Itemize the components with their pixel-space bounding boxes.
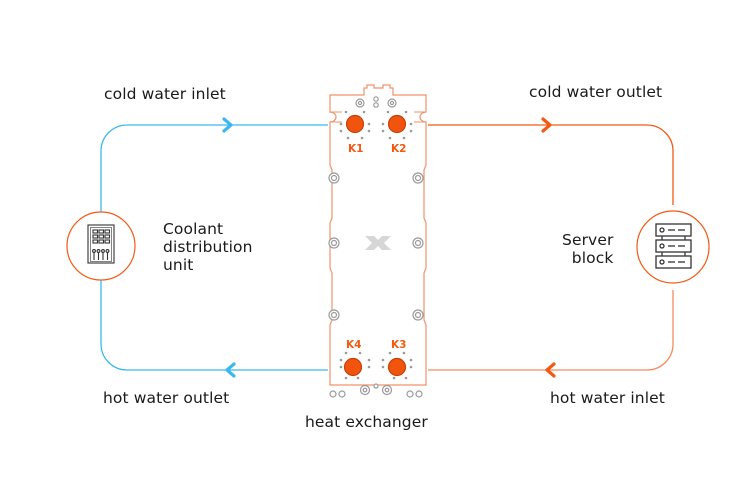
port-label-k4: K4 <box>346 339 361 351</box>
port-label-k3: K3 <box>391 339 406 351</box>
cdu-label: Coolant distribution unit <box>163 220 253 274</box>
cold-loop-line-lower <box>100 280 328 371</box>
coolant-distribution-unit <box>66 211 136 281</box>
hot-water-inlet-label: hot water inlet <box>550 389 665 407</box>
cold-outlet-arrow-icon <box>541 117 552 133</box>
server-block <box>636 210 710 284</box>
cabinet-icon <box>87 224 115 264</box>
hot-outlet-arrow-icon <box>225 362 236 378</box>
bolts <box>328 96 424 398</box>
x-logo-icon <box>365 236 391 250</box>
cold-inlet-arrow-icon <box>222 117 233 133</box>
port-label-k1: K1 <box>348 143 363 155</box>
port-k3 <box>387 357 407 377</box>
server-rack-icon <box>655 223 692 269</box>
hot-inlet-arrow-icon <box>545 362 556 378</box>
cold-loop-line <box>100 124 328 212</box>
cold-water-outlet-label: cold water outlet <box>529 83 663 101</box>
port-k1 <box>345 114 365 134</box>
plate-outline <box>329 84 427 386</box>
server-block-label: Server block <box>562 231 614 267</box>
hot-loop-line-lower <box>428 290 674 371</box>
heat-exchanger: K1 K2 K3 K4 <box>328 84 427 398</box>
port-label-k2: K2 <box>391 143 406 155</box>
cold-water-inlet-label: cold water inlet <box>104 85 226 103</box>
hot-water-outlet-label: hot water outlet <box>103 389 230 407</box>
hot-loop-line <box>428 124 674 205</box>
port-k4 <box>343 357 363 377</box>
heat-exchanger-label: heat exchanger <box>305 413 428 431</box>
port-k2 <box>387 114 407 134</box>
